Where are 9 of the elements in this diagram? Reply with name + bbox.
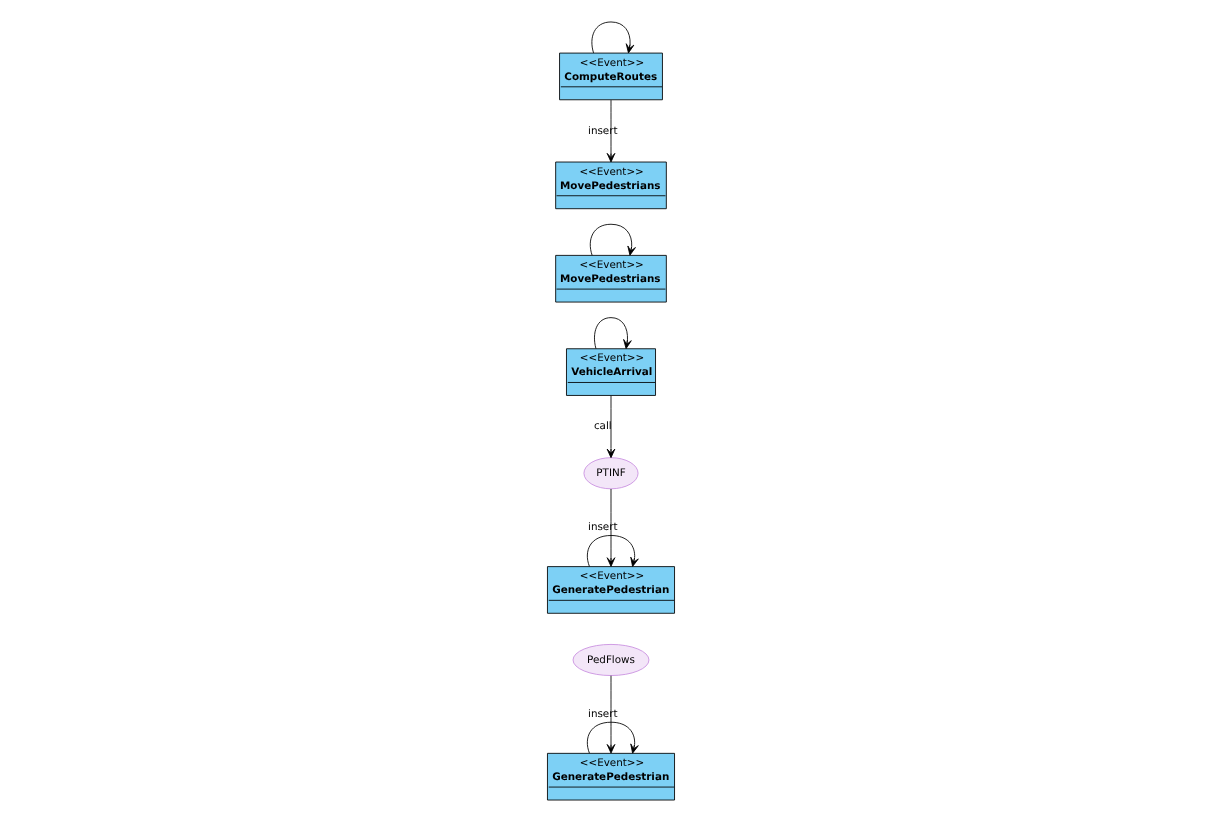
- arrow: [586, 721, 639, 754]
- arrow: [591, 21, 635, 54]
- arrow: [606, 488, 616, 567]
- arrow: [606, 99, 616, 163]
- arrow: [606, 675, 616, 754]
- arrow: [606, 395, 616, 459]
- arrow: [594, 317, 632, 349]
- arrow: [589, 223, 636, 256]
- arrow: [586, 535, 639, 567]
